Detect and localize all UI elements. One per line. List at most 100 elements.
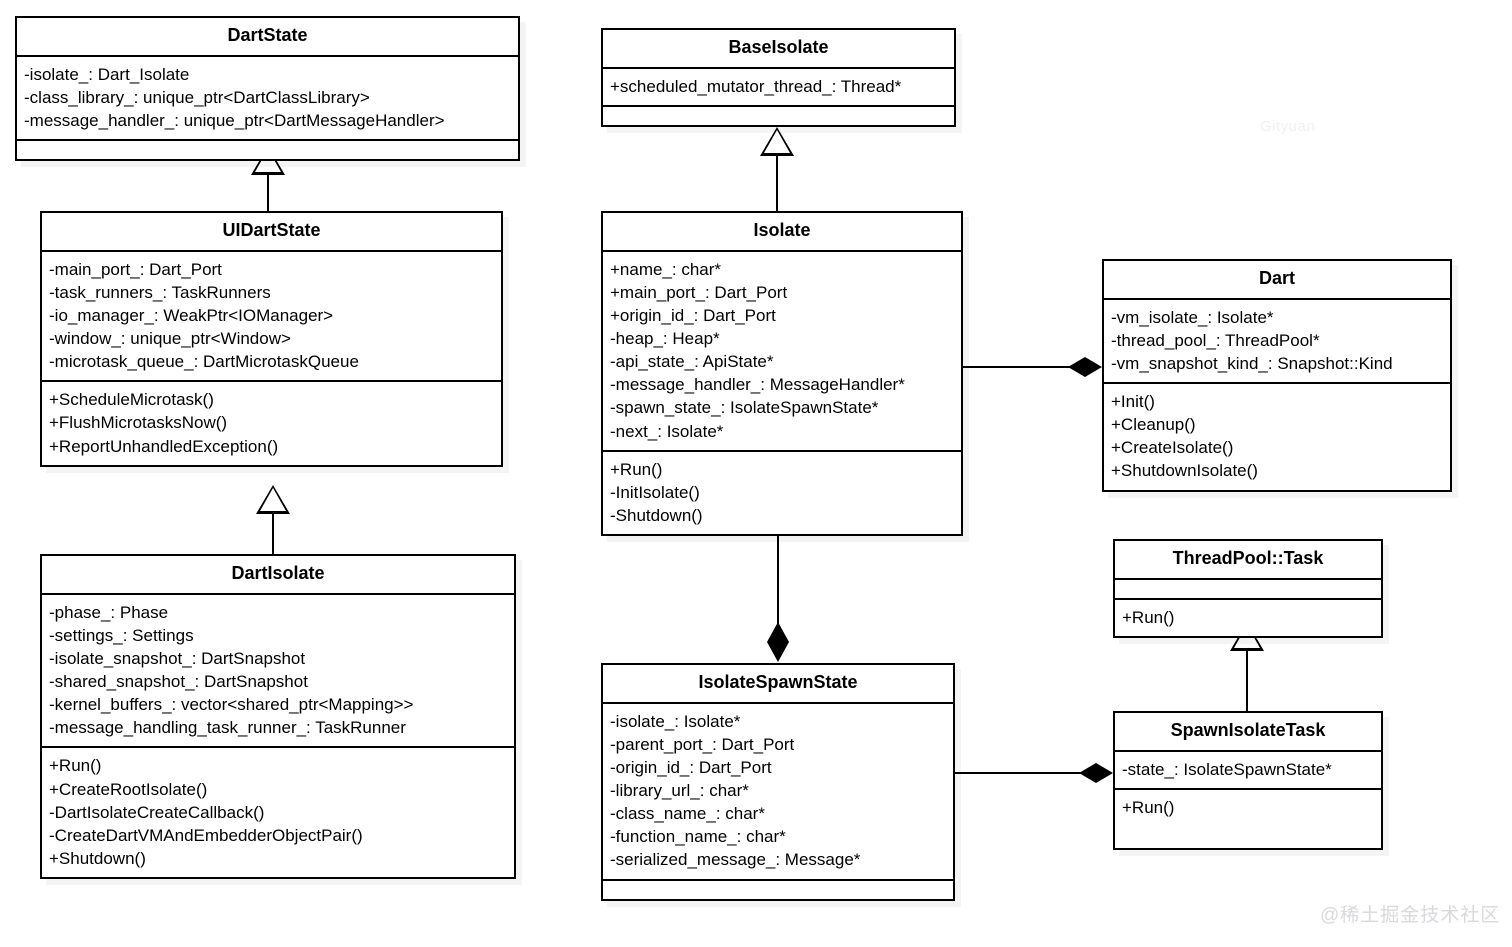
class-box-spawnisolatetask[interactable]: SpawnIsolateTask -state_: IsolateSpawnSt… <box>1113 711 1383 850</box>
attributes-threadpooltask <box>1115 580 1381 598</box>
attribute-row: -parent_port_: Dart_Port <box>610 734 795 754</box>
attribute-row: -heap_: Heap* <box>610 329 720 349</box>
class-box-threadpooltask[interactable]: ThreadPool::Task +Run() <box>1113 539 1383 638</box>
edge-uidartstate-to-dartstate <box>267 174 269 212</box>
attributes-isolatespawnstate: -isolate_: Isolate* -parent_port_: Dart_… <box>603 704 953 879</box>
composition-diamond-dart <box>1068 357 1102 377</box>
attribute-row: +scheduled_mutator_thread_: Thread* <box>610 76 902 96</box>
class-title-spawnisolatetask: SpawnIsolateTask <box>1170 720 1326 740</box>
method-row: -DartIsolateCreateCallback() <box>49 802 265 822</box>
class-title-uidartstate: UIDartState <box>222 220 321 240</box>
composition-diamond-isolatespawnstate <box>767 622 789 662</box>
method-row: +Run() <box>49 756 102 776</box>
attributes-isolate: +name_: char* +main_port_: Dart_Port +or… <box>603 252 961 450</box>
attribute-row: -settings_: Settings <box>49 625 194 645</box>
attributes-uidartstate: -main_port_: Dart_Port -task_runners_: T… <box>42 252 501 381</box>
attributes-baseisolate: +scheduled_mutator_thread_: Thread* <box>603 69 954 105</box>
attribute-row: -state_: IsolateSpawnState* <box>1122 759 1332 779</box>
class-title-isolatespawnstate: IsolateSpawnState <box>698 672 858 692</box>
method-row: +Shutdown() <box>49 848 146 868</box>
class-box-isolate[interactable]: Isolate +name_: char* +main_port_: Dart_… <box>601 211 963 536</box>
method-row: -Shutdown() <box>610 505 703 525</box>
class-box-dartstate[interactable]: DartState -isolate_: Dart_Isolate -class… <box>15 16 520 162</box>
attribute-row: -task_runners_: TaskRunners <box>49 282 271 302</box>
attribute-row: -serialized_message_: Message* <box>610 850 861 870</box>
attribute-row: +origin_id_: Dart_Port <box>610 306 776 326</box>
generalization-arrow-uidartstate <box>256 485 290 514</box>
class-title-dartisolate: DartIsolate <box>231 563 325 583</box>
method-row: +ShutdownIsolate() <box>1111 461 1258 481</box>
method-row: -CreateDartVMAndEmbedderObjectPair() <box>49 825 363 845</box>
edge-isolate-to-isolatespawnstate <box>777 523 779 643</box>
attributes-dart: -vm_isolate_: Isolate* -thread_pool_: Th… <box>1104 300 1450 382</box>
attributes-dartisolate: -phase_: Phase -settings_: Settings -iso… <box>42 595 514 747</box>
attribute-row: -api_state_: ApiState* <box>610 352 774 372</box>
method-row: +Init() <box>1111 392 1155 412</box>
class-box-isolatespawnstate[interactable]: IsolateSpawnState -isolate_: Isolate* -p… <box>601 663 955 901</box>
attribute-row: -next_: Isolate* <box>610 421 724 441</box>
methods-isolate: +Run() -InitIsolate() -Shutdown() <box>603 452 961 534</box>
class-title-dartstate: DartState <box>227 25 308 45</box>
community-watermark: @稀土掘金技术社区 <box>1320 905 1501 926</box>
method-row: -InitIsolate() <box>610 482 700 502</box>
attribute-row: -message_handler_: MessageHandler* <box>610 375 905 395</box>
generalization-arrow-baseisolate <box>760 127 794 156</box>
class-title-isolate: Isolate <box>753 220 811 240</box>
methods-dartstate <box>17 141 518 159</box>
method-row: +Run() <box>1122 607 1175 627</box>
methods-threadpooltask: +Run() <box>1115 600 1381 636</box>
attribute-row: -phase_: Phase <box>49 602 169 622</box>
attribute-row: -message_handling_task_runner_: TaskRunn… <box>49 718 406 738</box>
attribute-row: -isolate_: Dart_Isolate <box>24 64 190 84</box>
method-row: +CreateIsolate() <box>1111 438 1234 458</box>
attribute-row: -isolate_: Isolate* <box>610 711 741 731</box>
class-title-dart: Dart <box>1258 268 1295 288</box>
method-row: +Cleanup() <box>1111 415 1196 435</box>
attribute-row: -origin_id_: Dart_Port <box>610 758 772 778</box>
gityuan-watermark: Gityuan <box>1260 118 1316 135</box>
attribute-row: -message_handler_: unique_ptr<DartMessag… <box>24 111 445 131</box>
attribute-row: -thread_pool_: ThreadPool* <box>1111 330 1320 350</box>
edge-spawnisolatetask-to-threadpooltask <box>1246 651 1248 713</box>
method-row: +ScheduleMicrotask() <box>49 390 214 410</box>
attribute-row: -main_port_: Dart_Port <box>49 259 222 279</box>
class-box-baseisolate[interactable]: BaseIsolate +scheduled_mutator_thread_: … <box>601 28 956 127</box>
attribute-row: -io_manager_: WeakPtr<IOManager> <box>49 306 334 326</box>
attribute-row: -kernel_buffers_: vector<shared_ptr<Mapp… <box>49 695 414 715</box>
attribute-row: -spawn_state_: IsolateSpawnState* <box>610 398 879 418</box>
attribute-row: -vm_snapshot_kind_: Snapshot::Kind <box>1111 354 1393 374</box>
class-box-dartisolate[interactable]: DartIsolate -phase_: Phase -settings_: S… <box>40 554 516 879</box>
methods-dartisolate: +Run() +CreateRootIsolate() -DartIsolate… <box>42 748 514 877</box>
attribute-row: -window_: unique_ptr<Window> <box>49 329 291 349</box>
attributes-spawnisolatetask: -state_: IsolateSpawnState* <box>1115 752 1381 788</box>
methods-baseisolate <box>603 107 954 125</box>
method-row: +Run() <box>1122 797 1175 817</box>
method-row: +CreateRootIsolate() <box>49 779 208 799</box>
attribute-row: -vm_isolate_: Isolate* <box>1111 307 1274 327</box>
edge-isolatespawnstate-to-spawnisolatetask <box>955 772 1083 774</box>
attribute-row: +main_port_: Dart_Port <box>610 282 788 302</box>
methods-uidartstate: +ScheduleMicrotask() +FlushMicrotasksNow… <box>42 382 501 464</box>
methods-spawnisolatetask: +Run() <box>1115 790 1381 826</box>
attribute-row: -class_name_: char* <box>610 804 765 824</box>
edge-isolate-to-baseisolate <box>776 156 778 212</box>
attribute-row: -shared_snapshot_: DartSnapshot <box>49 672 308 692</box>
class-box-uidartstate[interactable]: UIDartState -main_port_: Dart_Port -task… <box>40 211 503 467</box>
methods-dart: +Init() +Cleanup() +CreateIsolate() +Shu… <box>1104 384 1450 489</box>
class-title-threadpooltask: ThreadPool::Task <box>1172 548 1324 568</box>
attribute-row: -isolate_snapshot_: DartSnapshot <box>49 649 306 669</box>
attribute-row: -library_url_: char* <box>610 781 749 801</box>
class-box-dart[interactable]: Dart -vm_isolate_: Isolate* -thread_pool… <box>1102 259 1452 492</box>
methods-isolatespawnstate <box>603 881 953 899</box>
attribute-row: -function_name_: char* <box>610 827 786 847</box>
edge-isolate-to-dart <box>963 366 1083 368</box>
edge-dartisolate-to-uidartstate <box>272 513 274 555</box>
attribute-row: +name_: char* <box>610 259 722 279</box>
attribute-row: -microtask_queue_: DartMicrotaskQueue <box>49 352 359 372</box>
method-row: +Run() <box>610 459 663 479</box>
attribute-row: -class_library_: unique_ptr<DartClassLib… <box>24 87 370 107</box>
method-row: +ReportUnhandledException() <box>49 436 279 456</box>
composition-diamond-spawnisolatetask <box>1079 763 1113 783</box>
attributes-dartstate: -isolate_: Dart_Isolate -class_library_:… <box>17 57 518 139</box>
